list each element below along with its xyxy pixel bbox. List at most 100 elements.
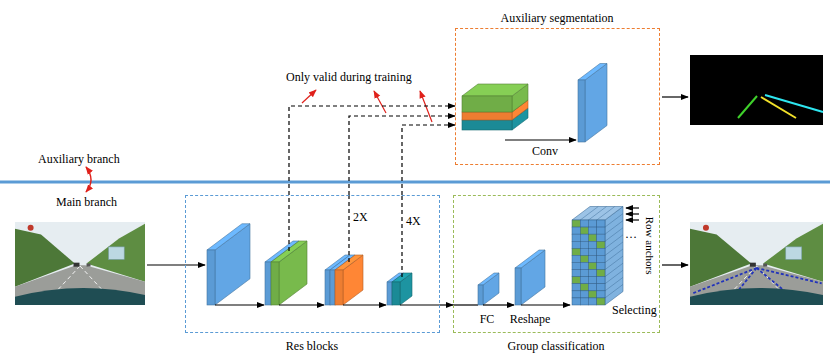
- road-photo: [690, 222, 823, 305]
- grid-line: [589, 207, 607, 221]
- detected-lane: [757, 268, 822, 283]
- grid-cell: [597, 291, 605, 298]
- flow-connector: [440, 304, 453, 305]
- road: [690, 265, 823, 305]
- diagram-label: FC: [480, 312, 495, 326]
- feature-maps: [147, 195, 440, 305]
- training-tap: [348, 195, 349, 262]
- slab-front: [387, 282, 392, 305]
- grid-cell: [597, 263, 605, 270]
- grid-cell: [572, 220, 580, 227]
- grid-cell: [580, 291, 588, 298]
- grid-cell: [589, 263, 597, 270]
- grid-cell: [572, 227, 580, 234]
- road-sign: [786, 247, 802, 259]
- grid-cell: [572, 284, 580, 291]
- slab-top: [478, 273, 499, 285]
- grid-line: [605, 270, 623, 284]
- road-sign: [703, 225, 709, 231]
- grid-line: [605, 249, 623, 263]
- grid-cell: [572, 234, 580, 241]
- arrow-line: [483, 304, 514, 305]
- grid-cell: [572, 241, 580, 248]
- training-connector: [289, 106, 455, 195]
- diagram-label: 2X: [353, 210, 368, 224]
- grid-cell: [572, 263, 580, 270]
- arrow-line: [626, 219, 639, 220]
- segmentation-ground: [690, 55, 823, 125]
- grid-line: [605, 263, 623, 277]
- grid-cell: [580, 263, 588, 270]
- grid-cell: [589, 277, 597, 284]
- grid-cell: [597, 241, 605, 248]
- diagram-label: Selecting: [612, 303, 657, 317]
- road-sign: [109, 247, 125, 259]
- grid-cell: [589, 291, 597, 298]
- grid-cell: [572, 277, 580, 284]
- segmented-lane: [765, 95, 823, 112]
- grid-side: [605, 207, 623, 306]
- training-tap: [288, 195, 289, 251]
- diagram-label: Row anchors: [643, 217, 656, 275]
- grid-cell: [580, 298, 588, 305]
- grid-cell: [597, 270, 605, 277]
- grid-line: [605, 256, 623, 270]
- grid-cell: [589, 220, 597, 227]
- grid-line: [597, 207, 615, 221]
- diagram-label: Reshape: [510, 312, 551, 326]
- grid-cell: [572, 298, 580, 305]
- segmentation-output: [690, 55, 823, 125]
- dashed-module-box: Res blocks: [185, 195, 440, 333]
- car: [750, 263, 756, 267]
- arrow-line: [626, 207, 639, 208]
- grid-line: [605, 284, 623, 298]
- arrow-line: [521, 304, 570, 305]
- road-sign: [28, 225, 34, 231]
- sky: [15, 222, 145, 305]
- grid-cell: [597, 220, 605, 227]
- grid-cell: [580, 284, 588, 291]
- segmented-lane: [761, 97, 796, 118]
- grid-cell: [597, 284, 605, 291]
- slab-front: [265, 262, 271, 305]
- module-title: Res blocks: [286, 339, 338, 353]
- grid-line: [605, 277, 623, 291]
- grid-cell: [580, 277, 588, 284]
- slab-front: [207, 250, 215, 305]
- slab-front: [478, 285, 483, 305]
- diagram-label: …: [625, 227, 637, 241]
- slab-top: [207, 224, 250, 250]
- diagram-label: Conv: [532, 144, 558, 158]
- slab-top: [578, 64, 607, 81]
- grid-cell: [597, 255, 605, 262]
- slab-top: [515, 250, 545, 268]
- module-title: Group classification: [508, 339, 605, 353]
- slab-top: [335, 255, 363, 270]
- grid-cell: [589, 234, 597, 241]
- road-photo: [15, 222, 145, 305]
- grid-cell: [589, 284, 597, 291]
- grid-cell: [580, 270, 588, 277]
- car: [74, 263, 80, 267]
- grid-cell: [589, 227, 597, 234]
- training-connector: [349, 116, 455, 195]
- grid-line: [605, 228, 623, 242]
- slab-front: [330, 270, 335, 305]
- grid-line: [605, 214, 623, 228]
- pointer-arrow: [374, 91, 386, 113]
- diagram-label: Auxiliary branch: [38, 152, 120, 166]
- training-connector: [402, 125, 455, 195]
- grid-cell: [589, 270, 597, 277]
- car-hood: [15, 288, 145, 305]
- grid-line: [605, 242, 623, 256]
- grid-cell: [589, 248, 597, 255]
- slab-top: [462, 84, 528, 96]
- pointer-arrow: [302, 90, 316, 103]
- grid-cell: [580, 227, 588, 234]
- grid-cell: [589, 298, 597, 305]
- grid-cell: [580, 234, 588, 241]
- flow-line: [400, 304, 440, 305]
- car-hood: [690, 288, 823, 305]
